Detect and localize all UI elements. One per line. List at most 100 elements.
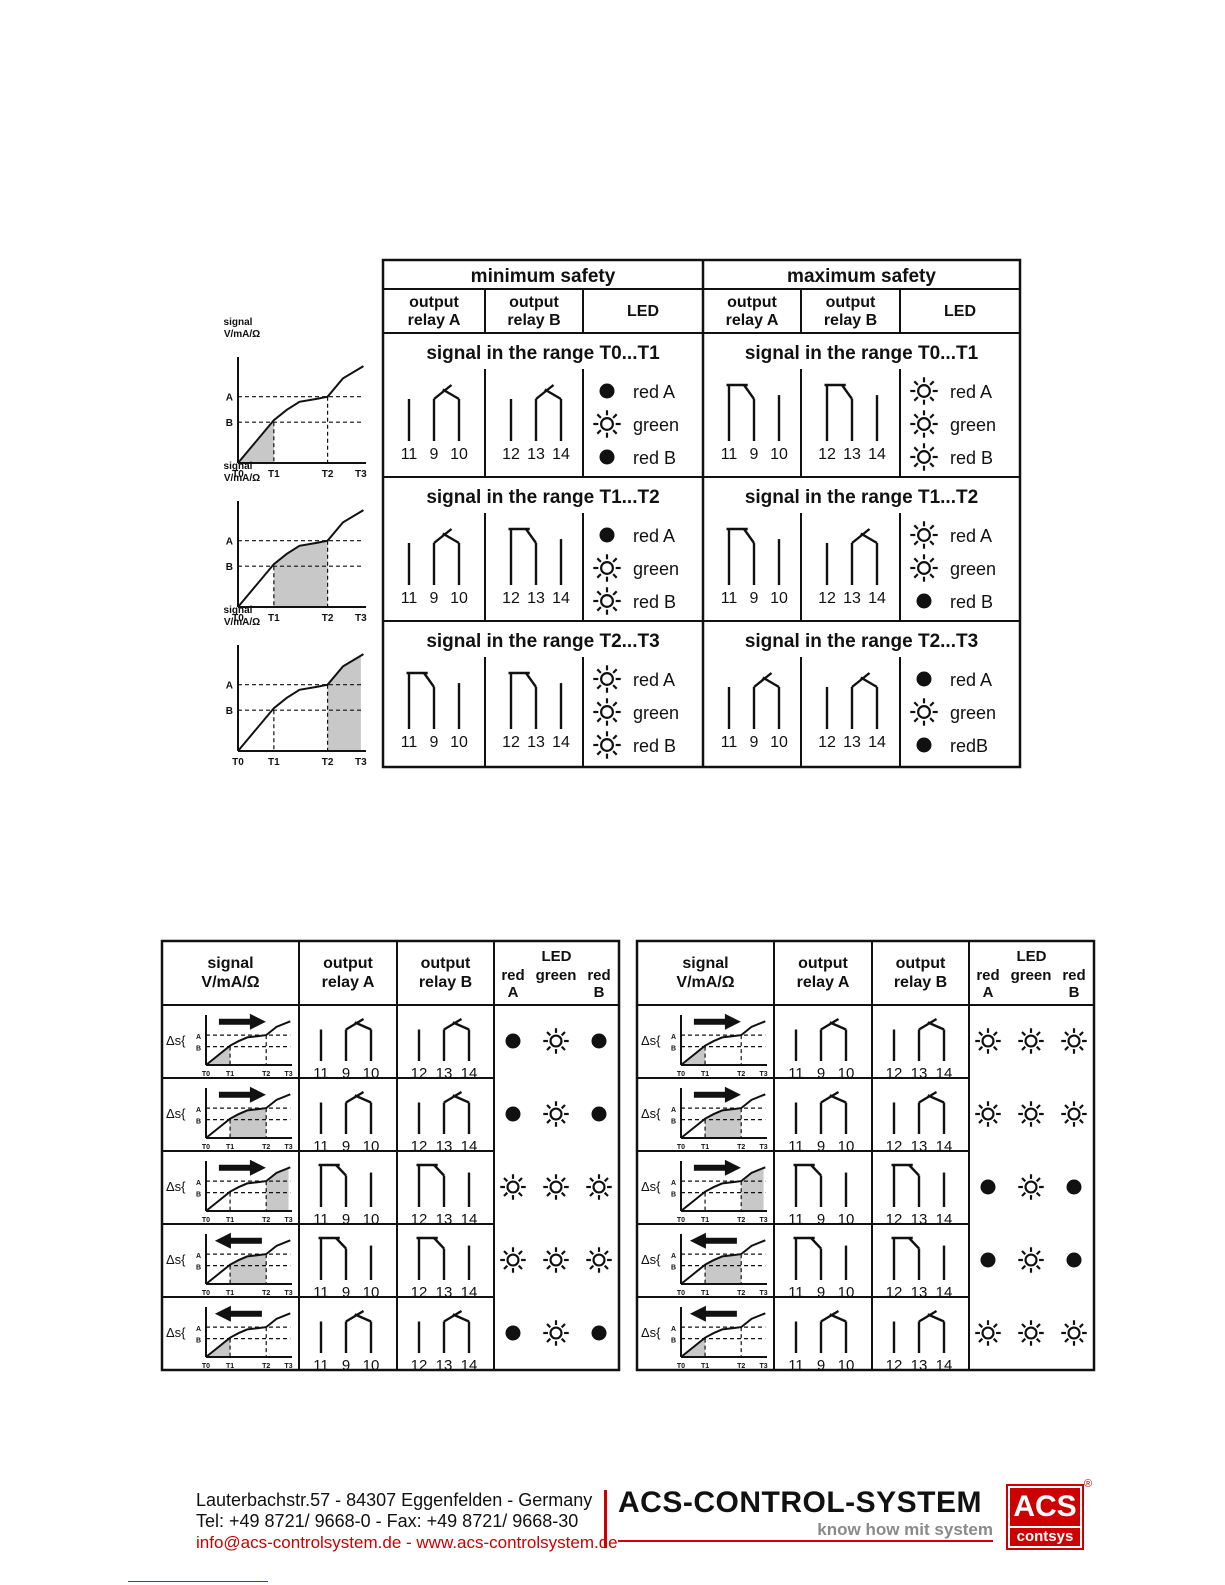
led-on-sun-icon	[543, 1101, 569, 1127]
terminal-label: 10	[450, 446, 468, 463]
sun-ray	[546, 1031, 552, 1037]
switch-blade	[810, 1164, 822, 1177]
delta-s-label: Δs{	[641, 1325, 661, 1340]
terminal-label: 12	[502, 446, 520, 463]
led-label: red A	[950, 670, 992, 690]
sun-ray	[992, 1031, 998, 1037]
sun-ray	[1078, 1323, 1084, 1329]
terminal-label: 11	[788, 1138, 804, 1155]
sun-ray	[929, 717, 935, 723]
mark-a-label: A	[671, 1180, 676, 1187]
switch-blade	[851, 528, 871, 544]
mark-a-label: A	[196, 1034, 201, 1041]
terminal-label: 14	[936, 1357, 953, 1374]
led-label: red B	[950, 448, 993, 468]
time-tick-label: T3	[759, 1290, 767, 1297]
led-col-head: red	[501, 967, 524, 984]
sun-ray	[546, 1045, 552, 1051]
y-axis-unit: V/mA/Ω	[224, 473, 260, 484]
mark-a-label: A	[226, 393, 233, 404]
switch-blade	[743, 528, 755, 544]
signal-curve	[237, 365, 364, 464]
led-label: red B	[633, 736, 676, 756]
sun-ray	[929, 396, 935, 402]
section-title-max: maximum safety	[787, 266, 936, 287]
led-on-sun-icon	[543, 1028, 569, 1054]
led-off-dot-icon	[599, 383, 615, 399]
delta-s-label: Δs{	[166, 1179, 186, 1194]
switch-blade	[345, 1090, 365, 1104]
terminal-label: 9	[342, 1138, 350, 1155]
arrow-shaft	[228, 1237, 262, 1244]
sun-core	[981, 1107, 995, 1121]
col-head-relay-a: relay A	[322, 974, 375, 991]
shaded-range	[705, 1254, 742, 1284]
terminal-label: 12	[411, 1284, 428, 1301]
terminal-label: 9	[342, 1357, 350, 1374]
switch-blade	[544, 388, 562, 401]
mark-b-label: B	[671, 1192, 676, 1199]
sun-core	[917, 705, 931, 719]
sun-ray	[612, 557, 618, 563]
switch-blade	[762, 676, 780, 689]
sun-ray	[612, 684, 618, 690]
led-label: red A	[633, 526, 675, 546]
sun-ray	[929, 413, 935, 419]
signal-curve	[237, 509, 364, 608]
sun-ray	[560, 1118, 566, 1124]
sun-ray	[596, 701, 602, 707]
time-tick-label: T1	[701, 1217, 709, 1224]
contact-links[interactable]: info@acs-controlsystem.de - www.acs-cont…	[196, 1533, 618, 1552]
logo-subtext: contsys	[1010, 1528, 1080, 1546]
time-tick-label: T2	[322, 757, 334, 768]
led-off-dot-icon	[916, 671, 932, 687]
col-head-relay-b: relay B	[824, 312, 877, 329]
sun-ray	[929, 557, 935, 563]
time-tick-label: T3	[759, 1363, 767, 1370]
time-tick-label: T2	[322, 613, 334, 624]
mark-a-label: A	[196, 1326, 201, 1333]
terminal-label: 12	[818, 734, 836, 751]
led-off-dot-icon	[599, 527, 615, 543]
sun-ray	[929, 524, 935, 530]
signal-curve	[680, 1093, 766, 1139]
mark-a-label: A	[671, 1253, 676, 1260]
sun-ray	[589, 1191, 595, 1197]
led-label: red A	[950, 382, 992, 402]
range-title-max: signal in the range T0...T1	[745, 343, 979, 364]
sun-ray	[929, 462, 935, 468]
mark-b-label: B	[671, 1119, 676, 1126]
sun-ray	[596, 717, 602, 723]
terminal-label: 9	[342, 1211, 350, 1228]
sun-ray	[913, 413, 919, 419]
switch-blade	[345, 1309, 365, 1323]
col-head-relay-b: output	[826, 294, 876, 311]
sun-ray	[1035, 1177, 1041, 1183]
col-head-relay-a: output	[727, 294, 777, 311]
switch-blade	[525, 672, 537, 688]
arrow-shaft	[693, 1164, 727, 1171]
sun-core	[1024, 1107, 1038, 1121]
time-tick-label: T2	[262, 1071, 270, 1078]
terminal-label: 12	[886, 1211, 903, 1228]
mark-a-label: A	[226, 537, 233, 548]
terminal-label: 11	[788, 1357, 804, 1374]
sun-core	[592, 1253, 606, 1267]
switch-blade	[908, 1164, 920, 1177]
sun-ray	[596, 606, 602, 612]
sun-ray	[1021, 1323, 1027, 1329]
mark-a-label: A	[196, 1253, 201, 1260]
sun-core	[600, 672, 614, 686]
time-tick-label: T0	[202, 1071, 210, 1078]
led-col-head: red	[976, 967, 999, 984]
led-on-sun-icon	[1018, 1247, 1044, 1273]
switch-blade	[820, 1309, 840, 1323]
sun-ray	[978, 1118, 984, 1124]
switch-blade	[918, 1090, 938, 1104]
acs-logo: ACS contsys	[1006, 1484, 1084, 1550]
time-tick-label: T1	[226, 1363, 234, 1370]
sun-core	[506, 1180, 520, 1194]
